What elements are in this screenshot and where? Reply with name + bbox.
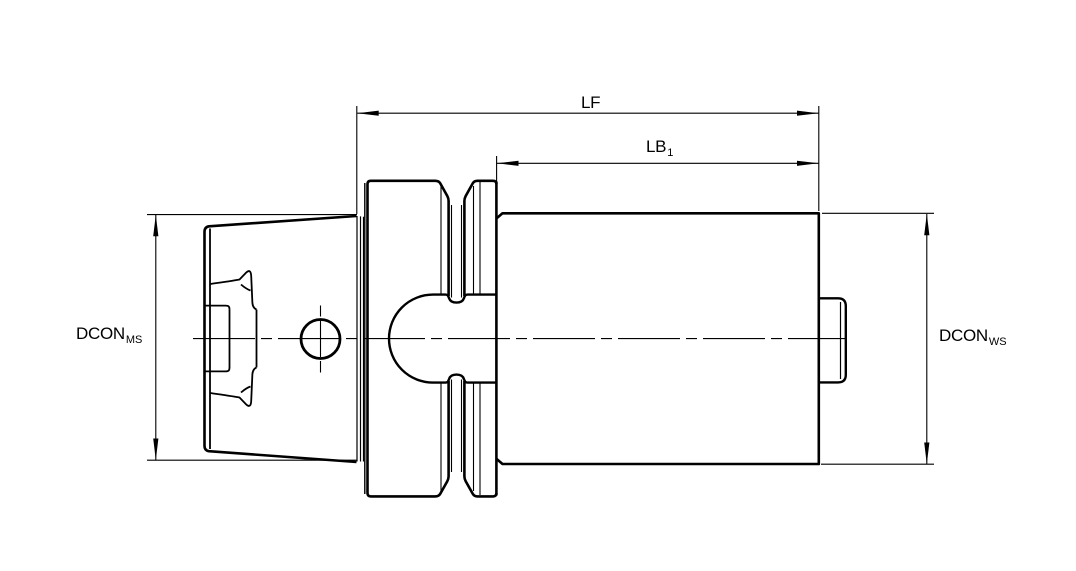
dcon-ms-arrow-top [153, 214, 159, 237]
lb1-text: LB [646, 137, 667, 156]
dcon-ms-subscript: MS [125, 334, 143, 346]
dim-label-lb1: LB1 [646, 137, 673, 159]
flange-groove-lines [440, 182, 481, 495]
dcon-ws-subscript: WS [988, 336, 1007, 348]
grip-groove-upper [204, 270, 257, 311]
drive-hole [299, 318, 342, 360]
taper-shank-outline [203, 214, 357, 464]
lf-arrow-left [357, 110, 379, 116]
ball-contour [387, 293, 497, 384]
lb1-arrow-right [797, 160, 819, 166]
dcon-ws-arrow-top [924, 213, 930, 236]
dimension-dcon-ws [821, 212, 934, 465]
grip-groove-lower [204, 366, 257, 407]
taper-face-lines [209, 216, 365, 462]
dcon-ms-arrow-bottom [153, 438, 159, 460]
lb1-arrow-left [497, 160, 519, 166]
dimension-lf [356, 106, 820, 214]
dcon-ms-text: DCON [76, 324, 125, 343]
dimension-lb1 [496, 156, 819, 210]
cylinder-body [495, 212, 821, 466]
lf-text: LF [581, 93, 601, 112]
dim-label-dcon-ms: DCONMS [76, 324, 142, 346]
flange-outline [366, 179, 498, 498]
lb1-subscript: 1 [667, 147, 674, 159]
grip-groove-bore-walls [228, 309, 258, 368]
dim-label-lf: LF [581, 93, 601, 112]
lf-arrow-right [797, 110, 819, 116]
dcon-ws-text: DCON [939, 326, 988, 345]
dimension-dcon-ms [147, 214, 357, 461]
dim-label-dcon-ws: DCONWS [939, 326, 1007, 348]
end-boss [818, 297, 847, 384]
dcon-ws-arrow-bottom [924, 442, 930, 464]
